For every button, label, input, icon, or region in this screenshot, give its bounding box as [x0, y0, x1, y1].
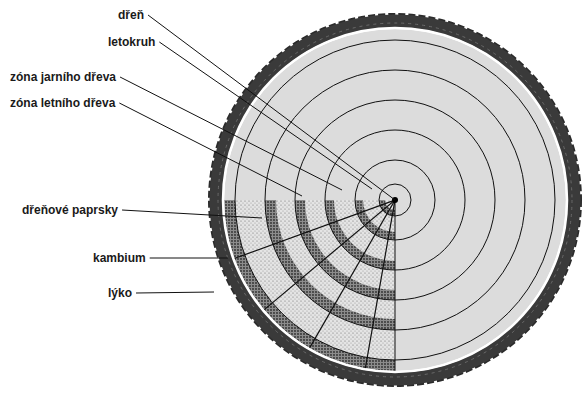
leader-line — [159, 42, 372, 189]
part-label: kambium — [93, 251, 146, 265]
leader-line — [136, 292, 214, 293]
leader-lines — [119, 15, 395, 293]
medullary-ray — [234, 200, 395, 259]
leader-line — [150, 258, 228, 259]
part-label: letokruh — [108, 35, 155, 49]
stippled-sector — [224, 200, 395, 371]
part-label: dřeňové paprsky — [22, 203, 118, 217]
medullary-ray — [264, 200, 395, 310]
summer-wood — [224, 200, 395, 371]
part-label: zóna jarního dřeva — [10, 70, 116, 84]
leader-line — [148, 15, 395, 200]
leader-line — [122, 210, 262, 218]
part-label: zóna letního dřeva — [10, 96, 115, 110]
part-label: dřeň — [118, 8, 144, 22]
medullary-ray — [310, 200, 396, 348]
leader-line — [119, 103, 302, 196]
leader-line — [120, 77, 342, 190]
part-label: lýko — [108, 286, 132, 300]
sector-edge — [395, 200, 396, 371]
